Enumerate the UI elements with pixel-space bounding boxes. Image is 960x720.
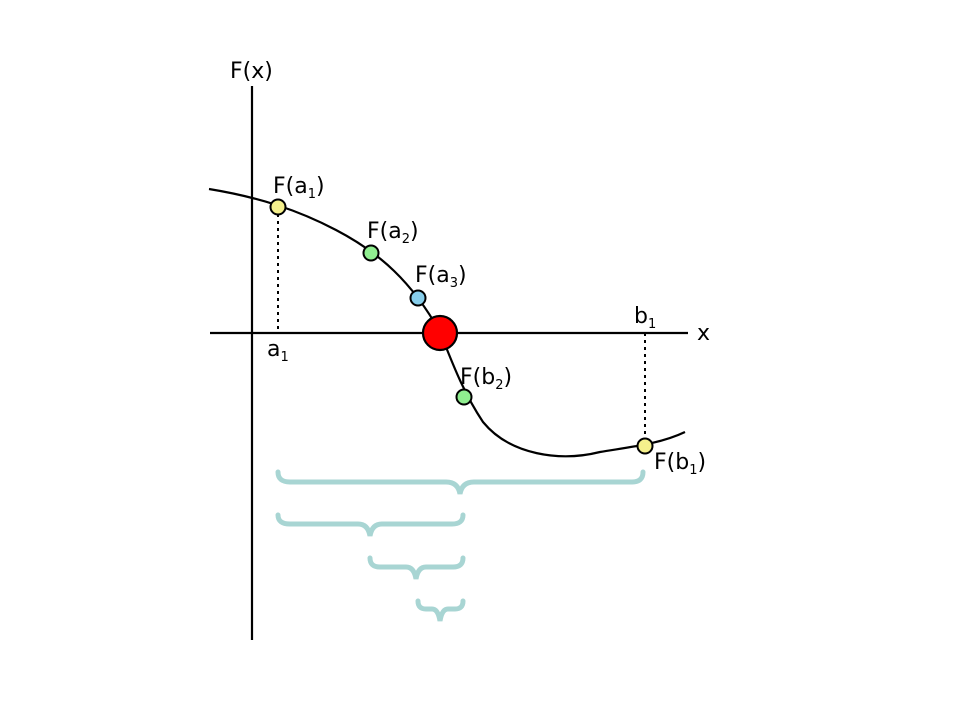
x-axis-label: x: [697, 321, 710, 346]
y-axis-label: F(x): [230, 59, 273, 84]
interval-brace-2: [275, 512, 466, 537]
interval-brace-1: [275, 469, 646, 495]
label-fb1: F(b1): [654, 450, 706, 478]
b1-label: b1: [634, 304, 656, 332]
label-fa1: F(a1): [273, 174, 325, 202]
interval-brace-3: [367, 555, 466, 580]
point-fa2: [362, 244, 380, 262]
root-point: [421, 314, 459, 352]
label-fa2: F(a2): [367, 219, 419, 247]
function-curve: [208, 187, 686, 458]
point-fb2: [455, 388, 473, 406]
point-fb1: [636, 437, 654, 455]
point-fa1: [269, 198, 287, 216]
label-fb2: F(b2): [460, 365, 512, 393]
a1-label: a1: [267, 337, 289, 365]
label-fa3: F(a3): [415, 263, 467, 291]
point-fa3: [409, 289, 427, 307]
interval-brace-4: [415, 598, 466, 622]
